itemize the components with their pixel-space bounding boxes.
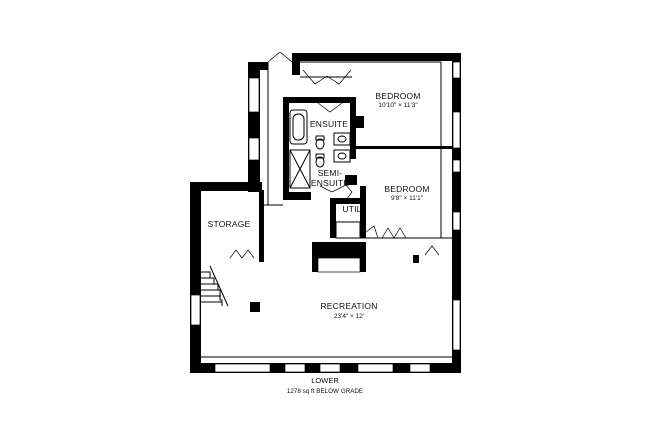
storage-label: STORAGE [208,219,251,229]
vanity-sink [333,132,351,163]
bedroom2-dims: 9'8" × 11'1" [391,195,424,202]
windows [190,61,461,373]
util-label: UTIL [342,204,361,214]
caption-area: 1278 sq ft BELOW GRADE [287,388,363,395]
bedroom1-dims: 10'10" × 11'3" [378,102,418,109]
toilet [315,135,325,168]
ensuite-label: ENSUITE [310,119,348,129]
bedroom2-label: BEDROOM [384,184,429,194]
stairs [201,265,229,307]
recreation-label: RECREATION [320,301,377,311]
shower [289,149,311,189]
doors [229,51,440,259]
bathtub [289,109,308,145]
fireplace-hearth [317,221,361,273]
caption-level: LOWER [311,376,339,385]
semi-ensuite-label-line2: ENSUITE [311,178,349,188]
bedroom1-label: BEDROOM [375,91,420,101]
recreation-dims: 23'4" × 12' [334,313,364,320]
semi-ensuite-label-line1: SEMI- [318,168,343,178]
